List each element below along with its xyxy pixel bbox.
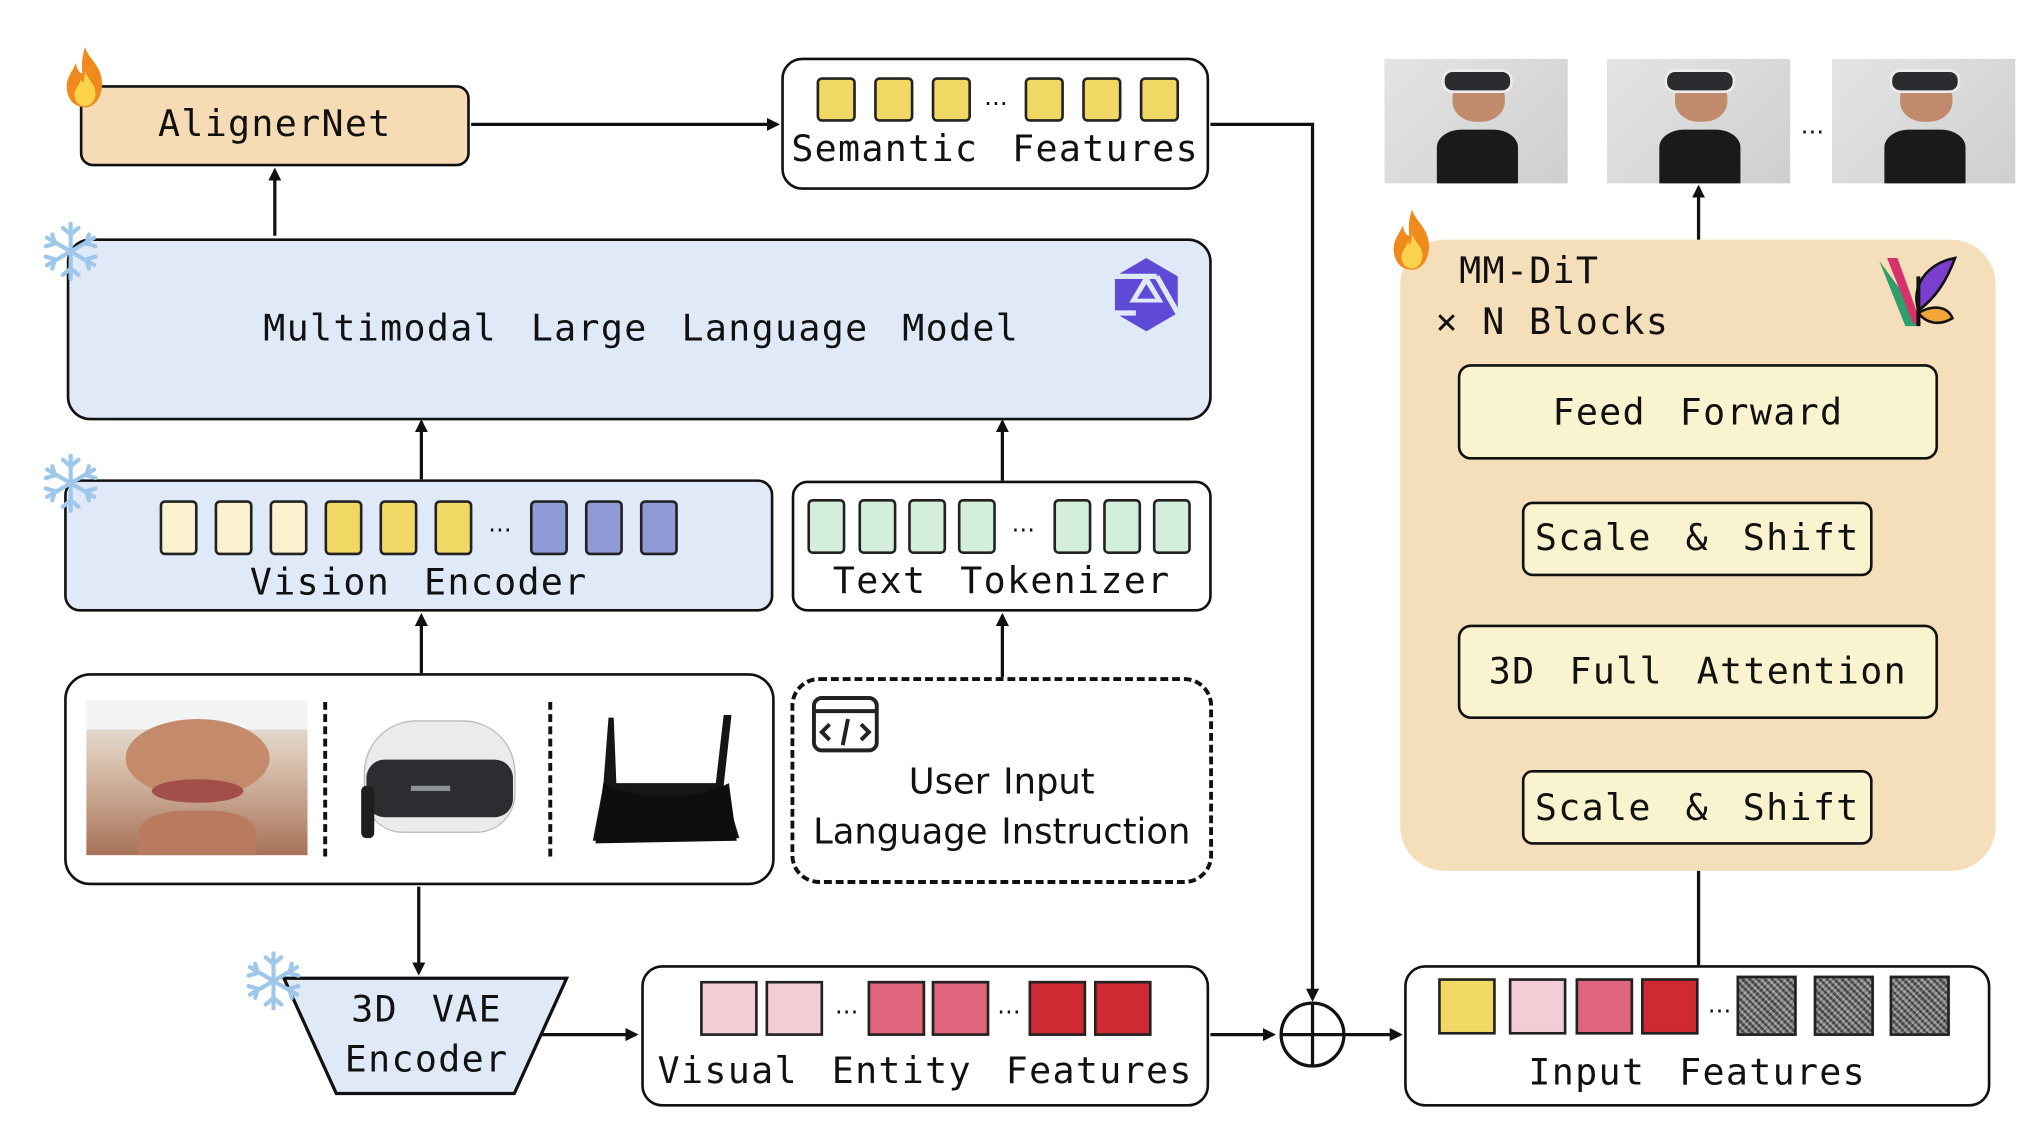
mmdit-title: MM-DiT — [1459, 248, 1600, 293]
visual-entity-token — [700, 980, 758, 1036]
full-attention-label: 3D Full Attention — [1488, 649, 1907, 693]
reference-face-image — [86, 700, 308, 856]
noise-token — [1736, 975, 1797, 1036]
vision-token — [434, 500, 473, 556]
semantic-token — [1024, 77, 1064, 122]
output-ellipsis: … — [1800, 112, 1825, 141]
code-window-icon — [811, 696, 879, 753]
visual-entity-features-box — [641, 965, 1210, 1107]
visual-entity-ellipsis: … — [834, 992, 859, 1021]
semantic-features-label: Semantic Features — [791, 127, 1200, 171]
vae-label-line2: Encoder — [344, 1037, 509, 1081]
reference-tank-top-image — [592, 715, 740, 844]
text-token — [957, 498, 996, 554]
butterfly-logo-icon — [1879, 256, 1958, 327]
visual-entity-token — [1028, 980, 1087, 1036]
scale-shift-label: Scale & Shift — [1534, 785, 1860, 829]
mmdit-blocks-count: × N Blocks — [1435, 299, 1670, 344]
reference-vr-headset-image — [353, 707, 523, 851]
vae-label-line1: 3D VAE — [351, 987, 502, 1031]
output-frame — [1832, 58, 2016, 184]
snowflake-icon — [43, 221, 98, 282]
user-input-line2: Language Instruction — [813, 811, 1191, 853]
user-input-box — [790, 677, 1214, 884]
noise-token — [1813, 975, 1874, 1036]
text-token — [1152, 498, 1191, 554]
text-tokenizer-box — [791, 480, 1212, 612]
image-divider — [323, 701, 328, 857]
text-token — [1103, 498, 1142, 554]
snowflake-icon — [43, 453, 98, 513]
input-features-label: Input Features — [1528, 1050, 1867, 1094]
qwen-logo-icon — [1114, 257, 1181, 332]
semantic-token — [874, 77, 914, 122]
vision-token — [529, 500, 568, 556]
user-input-line1: User Input — [908, 762, 1095, 803]
input-token — [1640, 978, 1699, 1035]
visual-entity-token — [931, 980, 990, 1036]
mllm-box — [66, 238, 1212, 421]
semantic-features-box — [781, 57, 1210, 190]
vision-token — [584, 500, 623, 556]
text-token — [908, 498, 947, 554]
vision-token — [214, 500, 253, 556]
add-operator-icon — [1279, 1001, 1346, 1068]
text-ellipsis: … — [1011, 510, 1036, 539]
input-token — [1575, 978, 1634, 1035]
input-ellipsis: … — [1707, 991, 1732, 1019]
vision-ellipsis: … — [488, 510, 512, 539]
reference-images-panel — [64, 673, 775, 886]
visual-entity-token — [1093, 980, 1152, 1036]
semantic-ellipsis: … — [984, 83, 1008, 112]
output-frame — [1606, 58, 1791, 184]
semantic-token — [1139, 77, 1180, 122]
image-divider — [548, 701, 553, 857]
text-token — [807, 498, 846, 554]
alignernet-label: AlignerNet — [157, 102, 392, 146]
visual-entity-features-label: Visual Entity Features — [657, 1048, 1193, 1093]
text-tokenizer-label: Text Tokenizer — [832, 559, 1171, 603]
vision-token — [159, 500, 198, 556]
output-frame — [1384, 58, 1568, 184]
vision-token — [379, 500, 418, 556]
input-token — [1508, 978, 1567, 1035]
vae-encoder-shape — [281, 976, 570, 1096]
input-features-box — [1404, 965, 1991, 1107]
scale-shift-label: Scale & Shift — [1534, 515, 1860, 560]
semantic-token — [816, 77, 856, 122]
scale-shift-block-lower — [1521, 770, 1873, 845]
vision-encoder-label: Vision Encoder — [249, 560, 588, 604]
feed-forward-label: Feed Forward — [1552, 390, 1844, 434]
feed-forward-block — [1457, 364, 1939, 460]
semantic-token — [1082, 77, 1122, 122]
alignernet-box — [79, 85, 470, 167]
input-token — [1438, 978, 1496, 1035]
visual-entity-token — [867, 980, 926, 1036]
fire-icon — [66, 47, 103, 108]
vision-token — [639, 500, 678, 556]
visual-entity-token — [765, 980, 824, 1036]
noise-token — [1889, 975, 1950, 1036]
vision-token — [269, 500, 308, 556]
visual-entity-ellipsis: … — [997, 992, 1021, 1021]
text-token — [1053, 498, 1092, 554]
fire-icon — [1393, 209, 1429, 270]
vision-token — [324, 500, 363, 556]
snowflake-icon — [246, 951, 301, 1011]
semantic-token — [931, 77, 971, 122]
text-token — [858, 498, 897, 554]
mllm-label: Multimodal Large Language Model — [263, 306, 1020, 350]
full-attention-block — [1457, 624, 1939, 719]
scale-shift-block-upper — [1521, 501, 1873, 577]
